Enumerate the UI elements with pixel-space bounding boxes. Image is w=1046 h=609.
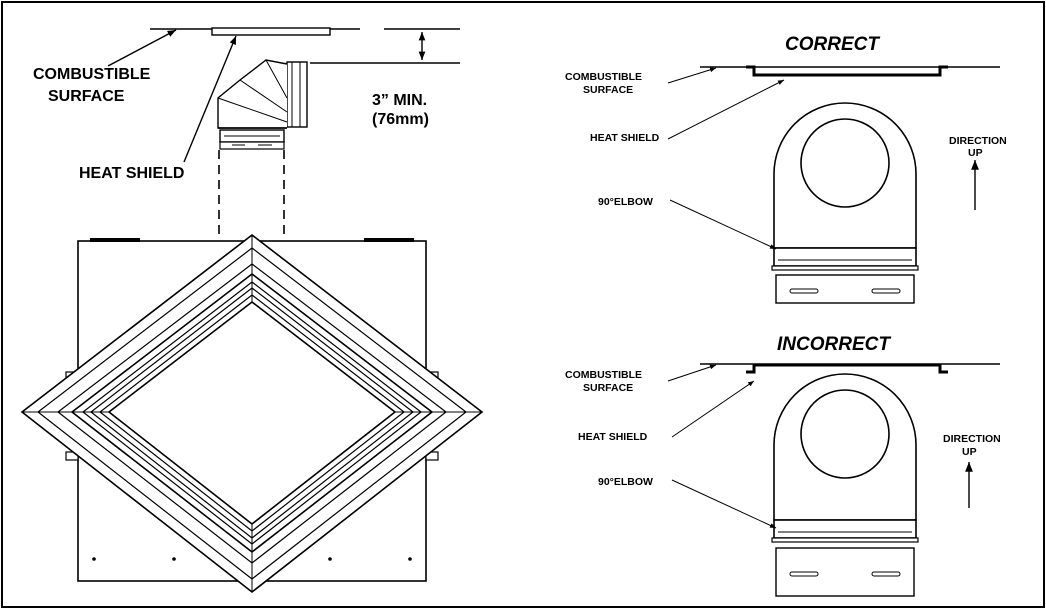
incorrect-heat-shield-leader (671, 380, 755, 438)
incorrect-title: INCORRECT (777, 334, 891, 355)
correct-elbow-label: 90°ELBOW (598, 196, 653, 208)
left-combustible-label-1: COMBUSTIBLE (33, 66, 151, 83)
correct-combustible-label-1: COMBUSTIBLE (565, 71, 642, 83)
correct-heat-shield-leader (667, 79, 785, 140)
correct-heat-shield-label: HEAT SHIELD (590, 132, 660, 144)
incorrect-elbow-label: 90°ELBOW (598, 476, 653, 488)
correct-elbow (771, 102, 919, 304)
correct-direction-label-1: DIRECTION (949, 135, 1007, 147)
incorrect-combustible-label-1: COMBUSTIBLE (565, 369, 642, 381)
incorrect-heat-shield (746, 363, 948, 374)
correct-combustible-leader (667, 67, 717, 84)
incorrect-panel: INCORRECT COMBUSTIBLE SURFACE HEAT SHIEL… (565, 334, 1001, 597)
left-view: COMBUSTIBLE SURFACE HEAT SHIELD 3” MIN. … (20, 27, 484, 594)
clearance-label-2: (76mm) (372, 111, 429, 128)
left-heat-shield-leader (183, 35, 237, 163)
incorrect-direction-label-2: UP (962, 446, 977, 458)
clearance-dimension (310, 28, 460, 64)
correct-combustible-label-2: SURFACE (583, 84, 633, 96)
correct-direction-label-2: UP (968, 147, 983, 159)
left-combustible-leader (107, 29, 177, 67)
left-combustible-label-2: SURFACE (48, 88, 125, 105)
diamond-frame (20, 233, 484, 594)
correct-panel: CORRECT COMBUSTIBLE SURFACE HEAT SHIELD … (565, 34, 1007, 304)
left-elbow (217, 59, 308, 150)
left-heat-shield-label: HEAT SHIELD (79, 165, 184, 182)
incorrect-combustible-label-2: SURFACE (583, 382, 633, 394)
correct-heat-shield (746, 65, 948, 77)
incorrect-heat-shield-label: HEAT SHIELD (578, 431, 648, 443)
correct-title: CORRECT (785, 34, 880, 55)
incorrect-elbow (771, 373, 919, 597)
incorrect-combustible-leader (667, 364, 717, 382)
left-heat-shield (211, 27, 331, 36)
incorrect-elbow-leader (671, 479, 777, 529)
incorrect-direction-label-1: DIRECTION (943, 433, 1001, 445)
correct-elbow-leader (669, 199, 777, 250)
clearance-label-1: 3” MIN. (372, 92, 427, 109)
